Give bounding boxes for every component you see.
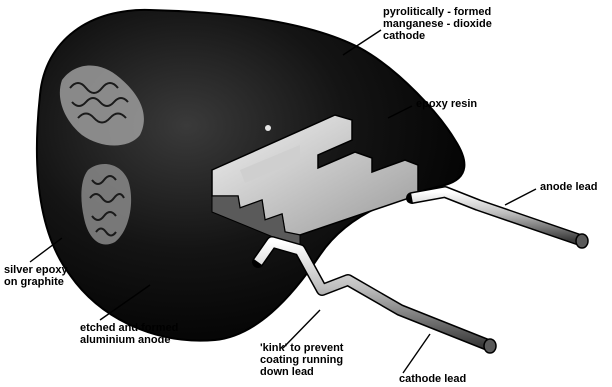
label-silver-epoxy: silver epoxy on graphite [4,264,68,288]
highlight-dot [265,125,271,131]
label-line: anode lead [540,181,597,193]
label-line: epoxy resin [416,98,477,110]
label-line: cathode [383,30,492,42]
label-line: coating running [260,354,343,366]
anode-lead-wire [412,192,588,248]
label-line: etched and formed [80,322,178,334]
label-line: 'kink' to prevent [260,342,343,354]
label-line: manganese - dioxide [383,18,492,30]
label-line: pyrolitically - formed [383,6,492,18]
label-line: aluminium anode [80,334,178,346]
label-cathode-lead: cathode lead [399,373,466,385]
label-line: down lead [260,366,343,378]
label-aluminium-anode: etched and formed aluminium anode [80,322,178,346]
label-cathode-material: pyrolitically - formed manganese - dioxi… [383,6,492,42]
label-epoxy-resin: epoxy resin [416,98,477,110]
label-line: on graphite [4,276,68,288]
label-line: cathode lead [399,373,466,385]
label-line: silver epoxy [4,264,68,276]
label-kink: 'kink' to prevent coating running down l… [260,342,343,378]
label-anode-lead: anode lead [540,181,597,193]
